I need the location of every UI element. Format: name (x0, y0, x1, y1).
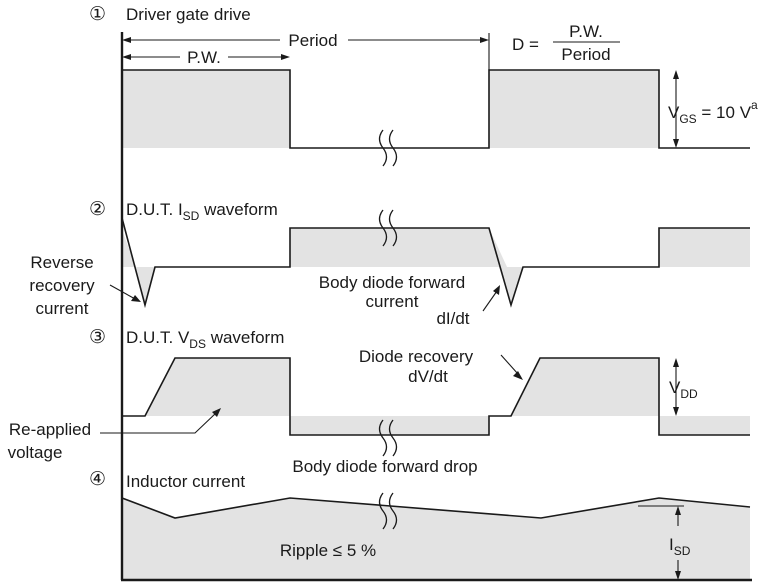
inductor-current-fill (122, 498, 750, 580)
panel-4-title: Inductor current (126, 472, 245, 491)
reapplied-voltage-leader (100, 412, 217, 434)
diode-recovery-leader (500, 354, 519, 375)
pw-label: P.W. (187, 48, 221, 67)
isd-fill-next (659, 228, 750, 267)
panel-3-title: D.U.T. VDS waveform (126, 328, 284, 351)
reverse-recovery-arrowhead (131, 295, 141, 302)
duty-formula-denominator: Period (561, 45, 610, 64)
panel-3-number: ③ (89, 327, 106, 348)
diode-recovery-arrowhead (513, 371, 523, 380)
vds-fill-next (659, 416, 750, 435)
didt-leader (482, 290, 498, 312)
panel-2-number: ② (89, 199, 106, 220)
inductor-current-panel: Ripple ≤ 5 % ISD (121, 492, 751, 580)
pw-label-mask (180, 47, 228, 65)
pw-arrowhead-left (122, 54, 131, 60)
inductor-current-waveform (121, 497, 751, 519)
vds-fill-off-1 (145, 358, 290, 416)
duty-formula-lhs: D = (512, 35, 539, 54)
time-break-mark (378, 129, 398, 167)
reverse-recovery-label-line1: Reverse (30, 253, 93, 272)
reverse-recovery-label-line3: current (36, 299, 89, 318)
reverse-recovery-leader (109, 284, 138, 301)
vdd-label: VDD (669, 378, 698, 401)
body-diode-drop-label: Body diode forward drop (292, 457, 477, 476)
time-break-mark (378, 209, 398, 247)
time-break-mark (378, 492, 398, 530)
panel-2-title: D.U.T. ISD waveform (126, 200, 278, 223)
isd-waveform (121, 217, 750, 309)
reapplied-voltage-arrowhead (212, 408, 221, 417)
period-label-mask (280, 30, 348, 50)
body-diode-current-label-line2: current (366, 292, 419, 311)
diode-recovery-label-line2: dV/dt (408, 367, 448, 386)
ripple-label: Ripple ≤ 5 % (280, 541, 376, 560)
didt-arrowhead (493, 285, 500, 295)
panel-1-title: Driver gate drive (126, 5, 251, 24)
isd-arrowhead-top (675, 506, 681, 515)
isd-current-label: ISD (669, 535, 691, 558)
vgs-label: VGS = 10 Va (668, 98, 758, 126)
isd-waveform-panel: Reverse recovery current Body diode forw… (29, 209, 750, 328)
gate-pulse-fill-2 (489, 70, 659, 148)
reverse-recovery-label-line2: recovery (29, 276, 95, 295)
isd-fill-forward (290, 228, 507, 267)
isd-fill-recovery-tail (136, 267, 155, 305)
vds-fill-off-2 (511, 358, 659, 416)
period-label: Period (288, 31, 337, 50)
vgs-arrowhead-bottom (673, 139, 679, 148)
didt-label: dI/dt (436, 309, 469, 328)
vds-waveform-panel: Diode recovery dV/dt VDD Re-applied volt… (8, 347, 750, 476)
vdd-arrowhead-top (673, 358, 679, 367)
pw-arrowhead-right (281, 54, 290, 60)
isd-fill-recovery-2 (499, 267, 523, 305)
panel-1-number: ① (89, 4, 106, 25)
reapplied-voltage-label-line2: voltage (8, 443, 63, 462)
reapplied-voltage-label-line1: Re-applied (9, 420, 91, 439)
gate-drive-waveform (122, 69, 750, 149)
period-arrowhead-right (480, 37, 489, 43)
body-diode-current-label-line1: Body diode forward (319, 273, 465, 292)
time-break-mark (378, 419, 398, 457)
diode-recovery-label-line1: Diode recovery (359, 347, 474, 366)
vgs-arrowhead-top (673, 70, 679, 79)
duty-formula-numerator: P.W. (569, 22, 603, 41)
isd-arrowhead-bottom (675, 571, 681, 580)
gate-pulse-fill-1 (122, 70, 290, 148)
period-arrowhead-left (122, 37, 131, 43)
vds-waveform (122, 357, 750, 436)
panel-4-number: ④ (89, 469, 106, 490)
gate-drive-panel: P.W. Period D = P.W. Period VGS = 10 Va (122, 22, 758, 167)
vdd-arrowhead-bottom (673, 407, 679, 416)
